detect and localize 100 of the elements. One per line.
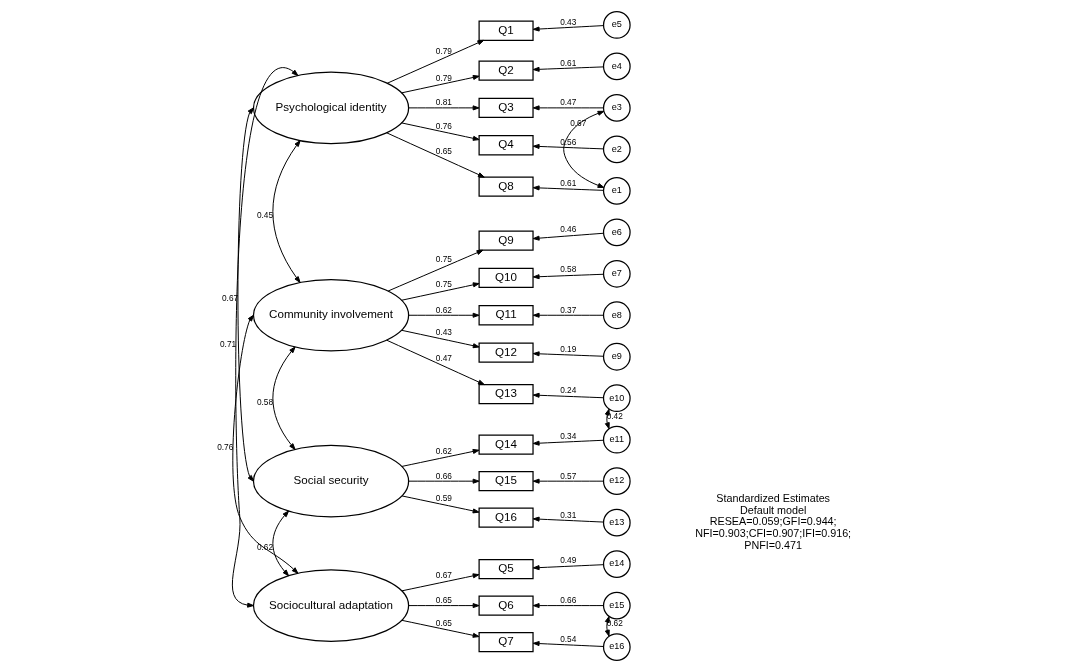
arrow — [532, 564, 604, 571]
arrow — [532, 478, 604, 484]
node-circle: e7 — [602, 259, 631, 288]
edge-label: 0.62 — [435, 304, 452, 315]
edge-label: 0.61 — [560, 57, 577, 68]
edge-label: 0.81 — [435, 97, 452, 108]
arrow — [386, 39, 485, 84]
label: Standardized Estimates — [716, 492, 831, 505]
node-circle: e3 — [602, 94, 631, 122]
arrow — [386, 132, 485, 178]
arrow — [532, 439, 604, 446]
edge-label: 0.59 — [435, 493, 452, 504]
edge-label: 0.37 — [560, 304, 577, 315]
label: PNFI=0.471 — [744, 538, 803, 551]
arrow — [272, 510, 290, 577]
arrow — [237, 107, 254, 482]
node-circle: e6 — [602, 218, 631, 247]
edge-label: 0.66 — [560, 595, 577, 606]
arrow — [563, 110, 605, 188]
edge-label: 0.62 — [435, 445, 452, 456]
node-box: Q16 — [478, 507, 534, 528]
node-circle: e9 — [602, 342, 631, 371]
node-circle: e15 — [602, 591, 631, 620]
arrow — [532, 232, 604, 241]
node-box: Q12 — [478, 342, 534, 363]
node-box: Q9 — [478, 230, 534, 251]
arrow — [401, 448, 480, 467]
arrow — [408, 603, 480, 609]
arrow — [408, 312, 480, 318]
edge-label: 0.57 — [560, 470, 577, 481]
edge-label: 0.79 — [435, 72, 452, 83]
edge-label: 0.79 — [435, 45, 452, 56]
edge-label: 0.58 — [256, 397, 274, 408]
edge-label: 0.67 — [435, 570, 452, 581]
edge-label: 0.43 — [435, 327, 452, 338]
node-box: Q5 — [478, 558, 534, 580]
node-circle: e1 — [602, 176, 631, 205]
arrow — [532, 312, 604, 318]
arrow — [401, 619, 480, 638]
edge-label: 0.76 — [217, 441, 234, 452]
edge-label: 0.19 — [560, 343, 577, 354]
arrow — [532, 185, 604, 191]
edge-label: 0.42 — [606, 410, 623, 421]
arrow — [532, 66, 604, 72]
node-box: Q10 — [478, 267, 534, 289]
node-circle: e10 — [602, 384, 631, 413]
arrow — [401, 495, 480, 514]
arrow — [401, 329, 480, 349]
label: Default model — [739, 503, 807, 516]
arrow — [408, 105, 480, 111]
node-box: Q11 — [478, 305, 534, 326]
arrow — [532, 392, 604, 399]
edge-label: 0.71 — [220, 338, 237, 349]
edge-label: 0.65 — [435, 617, 452, 628]
edge-label: 0.65 — [435, 145, 452, 156]
edge-label: 0.47 — [560, 97, 577, 108]
edge-label: 0.47 — [435, 352, 452, 363]
arrow — [231, 67, 299, 608]
edge-label: 0.58 — [560, 264, 577, 275]
node-box: Q6 — [478, 595, 534, 616]
arrow — [401, 282, 480, 301]
node-circle: e13 — [602, 508, 631, 537]
edge-label: 0.66 — [435, 470, 452, 481]
label: NFI=0.903;CFI=0.907;IFI=0.916; — [695, 527, 852, 540]
arrow — [401, 74, 480, 94]
arrow — [532, 25, 604, 32]
edge-label: 0.49 — [560, 555, 577, 566]
arrow — [532, 105, 604, 111]
node-circle: e4 — [602, 52, 631, 81]
node-box: Q1 — [478, 20, 534, 41]
arrow — [532, 273, 604, 280]
edge-label: 0.61 — [560, 177, 577, 188]
node-circle: e2 — [602, 135, 631, 164]
edge-label: 0.76 — [435, 120, 452, 131]
node-box: Q4 — [478, 135, 534, 156]
arrow — [604, 408, 610, 430]
node-circle: e16 — [602, 633, 631, 661]
node-circle: e12 — [602, 467, 631, 496]
arrow — [401, 573, 480, 592]
arrow — [408, 478, 480, 484]
edge-label: 0.75 — [435, 254, 452, 265]
edge-label: 0.43 — [560, 16, 577, 27]
node-box: Q3 — [478, 97, 534, 119]
node-box: Q14 — [478, 434, 534, 455]
arrow — [387, 249, 484, 292]
node-circle: e14 — [602, 550, 631, 578]
edge-label: 0.46 — [560, 224, 577, 235]
node-box: Q13 — [478, 383, 534, 405]
node-circle: e8 — [602, 301, 631, 330]
node-box: Q7 — [478, 631, 534, 653]
edge-label: 0.45 — [256, 209, 274, 220]
label: RESEA=0.059;GFI=0.944; — [709, 515, 837, 528]
arrow — [272, 346, 296, 450]
arrow — [272, 140, 301, 283]
node-circle: e11 — [602, 425, 631, 454]
edge-label: 0.31 — [560, 509, 577, 520]
arrow — [604, 616, 610, 637]
arrow — [532, 641, 604, 647]
edge-label: 0.34 — [560, 430, 577, 441]
node-box: Q2 — [478, 60, 534, 81]
